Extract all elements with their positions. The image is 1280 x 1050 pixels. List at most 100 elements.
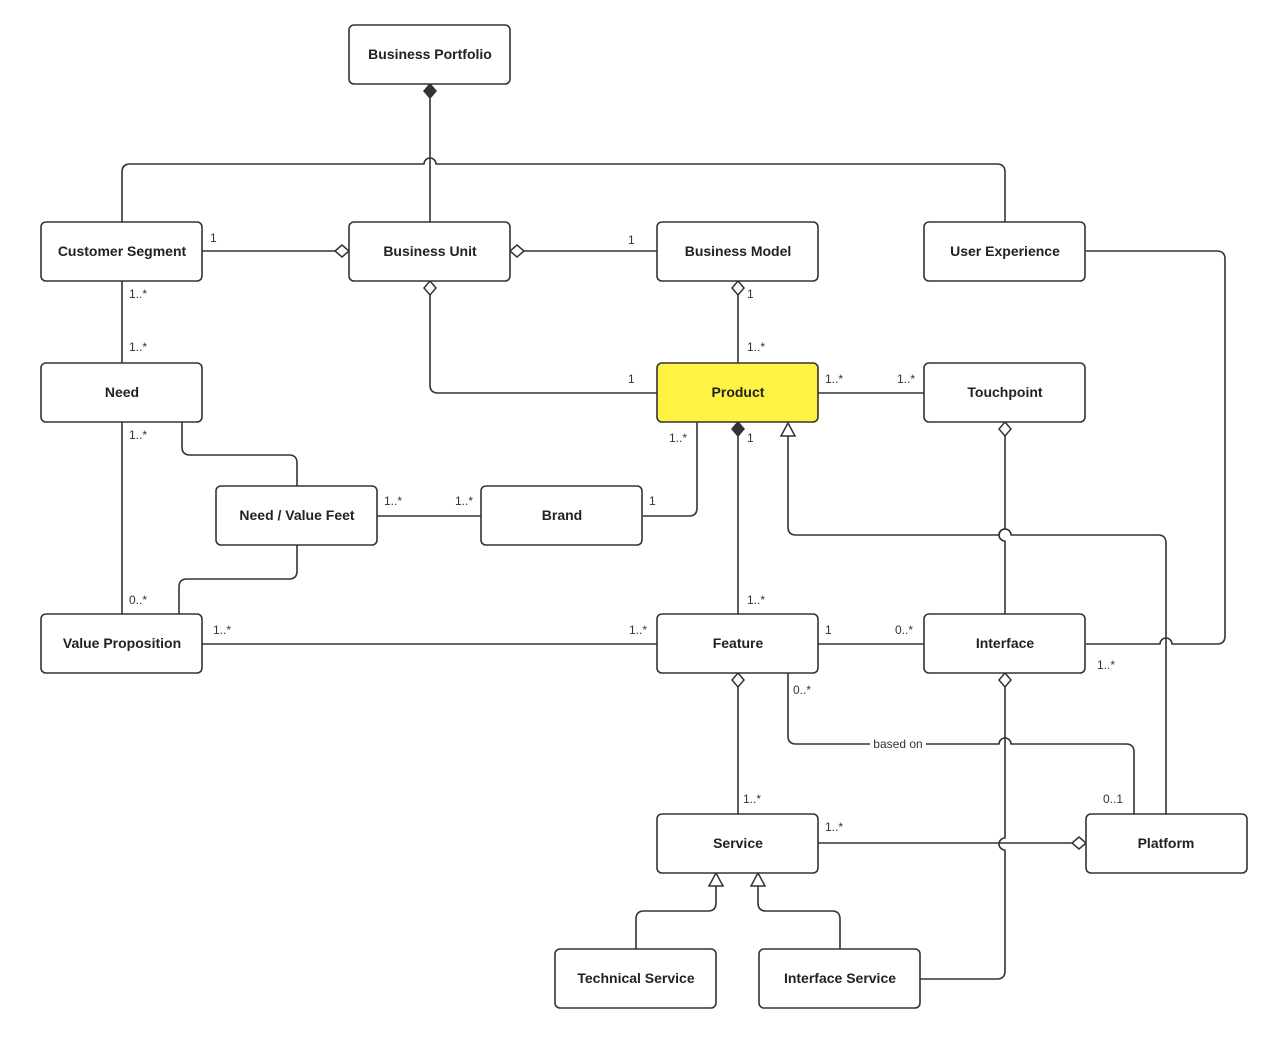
- node-label: Service: [713, 835, 763, 851]
- node-box: [758, 948, 921, 1009]
- node-label: Need / Value Feet: [239, 507, 354, 523]
- multiplicity-label: 0..*: [129, 593, 147, 607]
- node-business-portfolio[interactable]: Business Portfolio: [348, 24, 511, 85]
- multiplicity-label: 1..*: [129, 428, 147, 442]
- multiplicity-label: 1: [628, 372, 635, 386]
- node-box: [40, 362, 203, 423]
- node-business-unit[interactable]: Business Unit: [348, 221, 511, 282]
- generalization-arrow-product: [779, 421, 797, 437]
- nodes: Business Portfolio Customer Segment Busi…: [40, 24, 1248, 1009]
- node-box: [40, 613, 203, 674]
- node-feature[interactable]: Feature: [656, 613, 819, 674]
- node-label: Feature: [713, 635, 764, 651]
- multiplicity-label: 1..*: [384, 494, 402, 508]
- node-label: Technical Service: [577, 970, 694, 986]
- node-box: [348, 221, 511, 282]
- node-need-value-feet[interactable]: Need / Value Feet: [215, 485, 378, 546]
- composition-diamond-product: [731, 420, 745, 438]
- multiplicity-label: 1..*: [129, 340, 147, 354]
- node-label: Value Proposition: [63, 635, 181, 651]
- node-box: [1085, 813, 1248, 874]
- multiplicity-label: 1..*: [213, 623, 231, 637]
- edge-technical-service-service: [635, 886, 717, 949]
- node-touchpoint[interactable]: Touchpoint: [923, 362, 1086, 423]
- aggregation-diamond-feature: [731, 671, 745, 689]
- arrowheads: [333, 82, 1088, 887]
- generalization-arrow-service-right: [749, 871, 767, 887]
- node-customer-segment[interactable]: Customer Segment: [40, 221, 203, 282]
- node-label: Platform: [1138, 835, 1195, 851]
- node-label: Need: [105, 384, 139, 400]
- node-box: [923, 221, 1086, 282]
- multiplicity-label: 1..*: [455, 494, 473, 508]
- multiplicity-label: 0..1: [1103, 792, 1123, 806]
- node-technical-service[interactable]: Technical Service: [554, 948, 717, 1009]
- edge-portfolio-bus: [121, 157, 1006, 222]
- aggregation-diamond-touchpoint: [998, 420, 1012, 438]
- multiplicity-label: 1: [210, 231, 217, 245]
- multiplicity-label: 1: [747, 287, 754, 301]
- node-need[interactable]: Need: [40, 362, 203, 423]
- node-box: [656, 813, 819, 874]
- edge-need-need-value-feet: [181, 422, 298, 486]
- aggregation-diamond-business-unit-right: [508, 244, 526, 258]
- edges: [121, 97, 1226, 980]
- edge-feature-platform: [787, 673, 1135, 814]
- multiplicity-label: 1..*: [1097, 658, 1115, 672]
- multiplicity-label: 1..*: [743, 792, 761, 806]
- node-interface-service[interactable]: Interface Service: [758, 948, 921, 1009]
- multiplicity-label: 1: [825, 623, 832, 637]
- edge-need-value-feet-value-proposition: [178, 545, 298, 614]
- edge-label-based-on: based on: [873, 737, 922, 751]
- node-box-highlighted: [656, 362, 819, 423]
- multiplicity-label: 1..*: [747, 593, 765, 607]
- aggregation-diamond-platform: [1070, 836, 1088, 850]
- node-box: [480, 485, 643, 546]
- node-label: Product: [712, 384, 765, 400]
- node-label: Business Portfolio: [368, 46, 492, 62]
- multiplicity-label: 1..*: [825, 372, 843, 386]
- aggregation-diamond-business-model: [731, 279, 745, 297]
- node-box: [923, 362, 1086, 423]
- node-value-proposition[interactable]: Value Proposition: [40, 613, 203, 674]
- node-label: Brand: [542, 507, 582, 523]
- aggregation-diamond-business-unit-bottom: [423, 279, 437, 297]
- node-service[interactable]: Service: [656, 813, 819, 874]
- node-box: [40, 221, 203, 282]
- node-label: Interface: [976, 635, 1035, 651]
- multiplicity-label: 0..*: [793, 683, 811, 697]
- node-label: Interface Service: [784, 970, 896, 986]
- node-product[interactable]: Product: [656, 362, 819, 423]
- edge-business-unit-product: [429, 294, 657, 394]
- multiplicity-label: 1..*: [747, 340, 765, 354]
- edge-interface-service-service: [757, 886, 841, 949]
- edge-brand-product: [643, 422, 698, 517]
- edge-touchpoint-interface: [998, 435, 1006, 614]
- generalization-arrow-service-left: [707, 871, 725, 887]
- node-label: Touchpoint: [967, 384, 1042, 400]
- composition-diamond-portfolio: [423, 82, 437, 100]
- multiplicity-labels: 1 1 1..* 1..* 1 1..* 1 1..* 1..* 1..* 1.…: [129, 231, 1123, 834]
- multiplicity-label: 1: [649, 494, 656, 508]
- node-label: User Experience: [950, 243, 1060, 259]
- aggregation-diamond-interface: [998, 671, 1012, 689]
- node-label: Business Model: [685, 243, 792, 259]
- node-platform[interactable]: Platform: [1085, 813, 1248, 874]
- node-box: [348, 24, 511, 85]
- multiplicity-label: 1..*: [825, 820, 843, 834]
- node-box: [923, 613, 1086, 674]
- node-box: [656, 613, 819, 674]
- node-interface[interactable]: Interface: [923, 613, 1086, 674]
- node-user-experience[interactable]: User Experience: [923, 221, 1086, 282]
- node-box: [215, 485, 378, 546]
- multiplicity-label: 1: [747, 431, 754, 445]
- node-business-model[interactable]: Business Model: [656, 221, 819, 282]
- edge-user-experience-interface: [1086, 250, 1226, 645]
- node-box: [554, 948, 717, 1009]
- node-box: [656, 221, 819, 282]
- multiplicity-label: 1..*: [629, 623, 647, 637]
- multiplicity-label: 1..*: [669, 431, 687, 445]
- aggregation-diamond-business-unit-left: [333, 244, 351, 258]
- node-brand[interactable]: Brand: [480, 485, 643, 546]
